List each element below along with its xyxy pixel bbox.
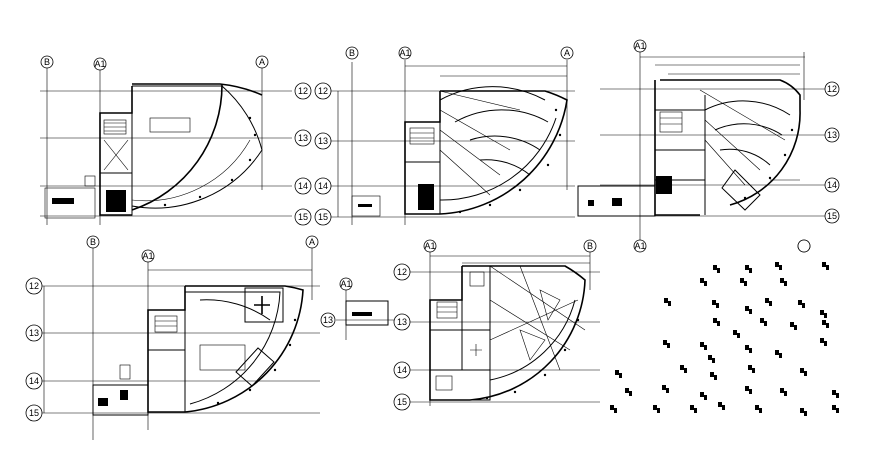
grid-label-a: A — [259, 57, 265, 67]
block-symbol — [760, 318, 767, 326]
grid-bubble-a — [255, 55, 269, 69]
block-symbol — [713, 265, 720, 273]
grid-label-15: 15 — [397, 397, 407, 407]
grid-label-12: 12 — [318, 86, 328, 96]
block-symbol — [745, 345, 752, 353]
grid-label-14: 14 — [827, 180, 837, 190]
grid-label-a1: A1 — [399, 48, 410, 58]
block-symbol — [748, 365, 755, 373]
block-symbol — [690, 405, 697, 413]
block-symbol — [745, 386, 752, 394]
block-symbol — [832, 390, 839, 398]
block-symbol — [664, 298, 671, 306]
grid-label-15: 15 — [298, 212, 308, 222]
block-symbol — [780, 278, 787, 286]
grid-label-12: 12 — [29, 281, 39, 291]
block-symbol — [745, 306, 752, 314]
block-symbol — [800, 408, 807, 416]
grid-label-15: 15 — [29, 408, 39, 418]
grid-label-14: 14 — [298, 181, 308, 191]
grid-label-13: 13 — [298, 133, 308, 143]
block-symbol — [740, 278, 747, 286]
grid-label-a1: A1 — [142, 251, 153, 261]
detail-block-13: 13 A1 — [320, 277, 400, 340]
block-symbol — [712, 300, 719, 308]
block-symbol — [700, 392, 707, 400]
grid-label-13: 13 — [827, 130, 837, 140]
block-symbol — [765, 298, 772, 306]
block-symbol — [775, 262, 782, 270]
block-symbol — [745, 265, 752, 273]
block-symbol — [710, 372, 717, 380]
grid-label-12: 12 — [827, 84, 837, 94]
grid-label-a1: A1 — [94, 59, 105, 69]
plan-top-middle: B A1 A 12 13 14 15 — [314, 46, 575, 226]
block-symbol — [708, 355, 715, 363]
grid-label-a1: A1 — [424, 241, 435, 251]
grid-label-a: A — [564, 48, 570, 58]
block-symbol — [798, 300, 805, 308]
grid-label-13: 13 — [397, 317, 407, 327]
block-symbol — [680, 365, 687, 373]
block-symbol — [820, 338, 827, 346]
grid-bubble-b — [40, 55, 54, 69]
block-symbol — [755, 405, 762, 413]
grid-label-14: 14 — [29, 376, 39, 386]
block-symbol — [610, 405, 617, 413]
grid-label-14: 14 — [318, 181, 328, 191]
plan-top-right: A1 12 13 14 15 A1 A — [577, 39, 840, 253]
block-symbol — [700, 278, 707, 286]
grid-label-12: 12 — [397, 267, 407, 277]
grid-label-13: 13 — [318, 136, 328, 146]
block-symbol — [790, 322, 797, 330]
block-symbol — [615, 370, 622, 378]
block-symbol — [820, 310, 827, 318]
grid-label-b: B — [587, 241, 593, 251]
block-symbol — [832, 405, 839, 413]
block-symbol — [653, 405, 660, 413]
grid-label-a1: A1 — [634, 41, 645, 51]
grid-label-b: B — [44, 57, 50, 67]
block-symbol — [713, 318, 720, 326]
block-symbol — [775, 350, 782, 358]
grid-bubble-a1 — [93, 57, 107, 71]
block-symbol — [625, 388, 632, 396]
block-symbol — [700, 342, 707, 350]
block-symbol — [822, 320, 829, 328]
grid-label-b: B — [90, 237, 96, 247]
block-symbol — [800, 368, 807, 376]
scatter-symbols — [610, 239, 839, 416]
block-symbol — [733, 330, 740, 338]
grid-bubble-12 — [294, 82, 312, 100]
grid-label-13: 13 — [29, 328, 39, 338]
grid-label-a1: A1 — [634, 241, 645, 251]
block-symbol — [663, 340, 670, 348]
grid-label-15: 15 — [827, 211, 837, 221]
grid-label-a: A — [309, 237, 315, 247]
plan-bottom-middle: A1 B 12 13 14 15 — [393, 239, 600, 411]
block-symbol — [718, 402, 725, 410]
block-symbol — [662, 385, 669, 393]
grid-bubble-13 — [294, 129, 312, 147]
grid-bubble-14 — [294, 177, 312, 195]
plan-top-left: B A1 A 12 13 14 15 — [40, 55, 312, 226]
grid-label-12: 12 — [298, 86, 308, 96]
grid-label-14: 14 — [397, 365, 407, 375]
grid-label-b: B — [349, 48, 355, 58]
grid-label-15: 15 — [318, 212, 328, 222]
grid-bubble-15 — [294, 208, 312, 226]
block-symbol — [822, 262, 829, 270]
plan-bottom-left: B A1 A 12 13 14 15 — [25, 235, 320, 440]
block-symbol — [780, 388, 787, 396]
grid-label-13: 13 — [323, 315, 333, 325]
grid-bubble-a — [797, 239, 811, 253]
grid-label-a1: A1 — [340, 279, 351, 289]
